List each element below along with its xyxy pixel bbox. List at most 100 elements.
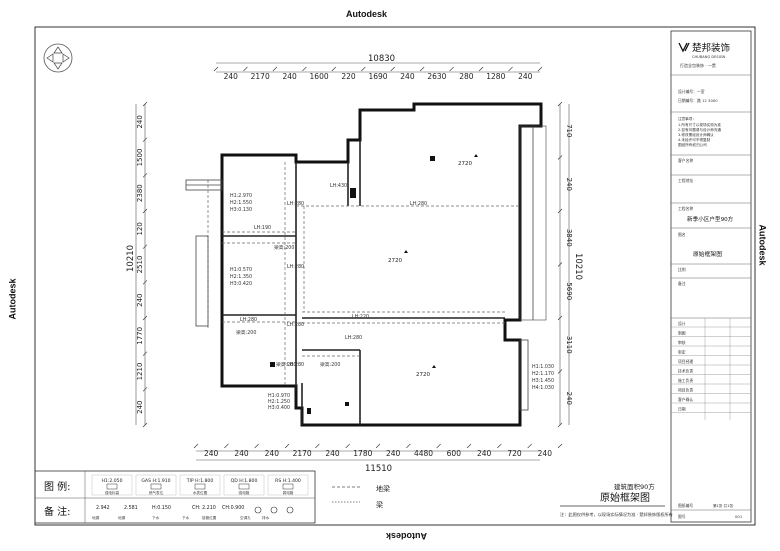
dim-top-segment: 240 (224, 72, 239, 81)
mid-h2: H2:1.350 (230, 274, 252, 280)
address-label: 工程地址 (678, 178, 693, 183)
logo-tag: 打造全包装饰 · 一贯 (680, 62, 716, 68)
table-row-label: 技术负责 (678, 369, 693, 374)
dim-top-segment: 2630 (427, 72, 446, 81)
legend-row2-value: CH: 2.210 (192, 505, 216, 511)
footer2-value: 001 (735, 514, 743, 519)
legend-row2-value: 2.942 (96, 505, 110, 511)
project-line: 日期编号：路 12 3000 (678, 98, 718, 103)
elev-mid: 2720 (388, 258, 402, 264)
mid-h1: H1:0.570 (230, 267, 252, 273)
table-row-label: 审定 (678, 350, 686, 355)
legend-item-code: RS H:1.400 (275, 478, 301, 484)
elev-bottom: 2720 (416, 372, 430, 378)
kitchen-h2: H2:1.550 (230, 200, 252, 206)
right-h3: H3:1.450 (532, 378, 554, 384)
legend-item-code: QD H:1.800 (231, 478, 258, 484)
lh-label: LH:280 (240, 317, 257, 323)
table-row-label: 日期 (678, 407, 686, 412)
legend-row2-value: H:0.150 (152, 505, 171, 511)
dimension-lines (135, 62, 570, 461)
lh-label: LH:430 (330, 183, 347, 189)
legend-item-sub: 水表位置 (193, 490, 208, 495)
dim-top-segment: 1690 (368, 72, 387, 81)
dim-right-total: 10210 (573, 253, 583, 280)
legend-item-code: GAS H:1.910 (141, 478, 170, 484)
table-row-label: 审核 (678, 340, 686, 345)
legend-symbol-icon (150, 483, 162, 490)
dim-left-segment: 2510 (136, 256, 144, 274)
legend-title: 图 例: (44, 480, 71, 493)
legend-remark: 备 注: (44, 505, 71, 518)
compass-icon (43, 43, 73, 73)
dim-left-segment: 1770 (136, 327, 144, 345)
legend-row2-value: CH:0.900 (222, 505, 244, 511)
lh-label: LH:280 (287, 322, 304, 328)
scale-label: 比例 (678, 267, 686, 272)
dim-bottom-segment: 240 (477, 449, 492, 458)
dim-left-segment: 1500 (136, 149, 144, 167)
dim-left-segment: 120 (136, 222, 144, 235)
dim-right-segment: 710 (565, 124, 573, 137)
dim-right-segment: 240 (565, 392, 573, 405)
drawing-label: 图名 (678, 232, 686, 237)
legend-item-sub: 强电标高 (105, 490, 120, 495)
dim-right-segment: 3110 (565, 336, 573, 354)
elev-top: 2720 (458, 161, 472, 167)
lh-label: LH:280 (287, 362, 304, 368)
dim-bottom-segment: 240 (325, 449, 340, 458)
footer2-label: 图号 (678, 514, 686, 519)
walls (220, 102, 543, 427)
legend-symbol-icon (238, 483, 250, 490)
dim-left-total: 10210 (126, 245, 136, 272)
dim-top-segment: 1280 (486, 72, 505, 81)
lh-label: LH:280 (287, 201, 304, 207)
legend-item-code: TIP H:1.800 (186, 478, 214, 484)
lh-label: LH:190 (254, 225, 271, 231)
lh-label: LH:280 (345, 335, 362, 341)
legend-symbol-icon (270, 506, 278, 514)
logo-icon (678, 42, 690, 53)
client-label: 客户名称 (678, 158, 693, 163)
area-text: 建筑面积90方 (614, 482, 655, 491)
beam-label: 梁高:200 (320, 361, 340, 368)
dim-bottom-segment: 240 (538, 449, 553, 458)
lh-label: LH:280 (410, 201, 427, 207)
dim-top-segment: 240 (282, 72, 297, 81)
beam-legend-1: 地梁 (376, 484, 390, 493)
drawing-name: 原始框架图 (693, 250, 722, 258)
legend-item-sub: 强电箱 (239, 490, 250, 495)
legend-row2-sub: 地漏 (92, 515, 100, 520)
title-block: 楚邦装饰 CHUBANG DESIGN 打造全包装饰 · 一贯 设计编号：一室 … (670, 30, 752, 523)
dim-left-segment: 240 (136, 115, 144, 128)
dim-left-segment: 1210 (136, 363, 144, 381)
dim-left-segment: 240 (136, 293, 144, 306)
kitchen-h3: H3:0.130 (230, 207, 252, 213)
dim-bottom-segment: 600 (447, 449, 462, 458)
bottom-h1: H1:0.970 (268, 393, 290, 399)
remark-label: 备注 (678, 281, 686, 286)
dim-bottom-segment: 1780 (353, 449, 372, 458)
lh-label: LH:220 (352, 314, 369, 320)
dim-bottom-segment: 240 (204, 449, 219, 458)
legend-symbol-icon (286, 506, 294, 514)
table-row-label: 客户确认 (678, 397, 693, 402)
dim-top-segment: 1600 (310, 72, 329, 81)
dim-top-segment: 280 (459, 72, 474, 81)
sheet-border (34, 26, 756, 526)
right-h1: H1:1.030 (532, 364, 554, 370)
dim-bottom-segment: 720 (507, 449, 522, 458)
note-line: 2.如有问题请与设计师沟通 (678, 127, 721, 132)
legend-row2-sub: 下水 (182, 515, 190, 520)
table-row-label: 设计 (678, 321, 686, 326)
dim-bottom-segment: 4480 (414, 449, 433, 458)
watermark-top: Autodesk (346, 9, 388, 19)
legend-item-code: H1:2.050 (101, 478, 122, 484)
dim-top-segment: 240 (400, 72, 415, 81)
project-name: 新季小区户型90方 (687, 215, 734, 223)
table-row-label: 施工负责 (678, 378, 693, 383)
dim-left-segment: 240 (136, 400, 144, 413)
legend-row2-sub: 排水 (262, 515, 270, 520)
beam-lines (207, 162, 520, 386)
